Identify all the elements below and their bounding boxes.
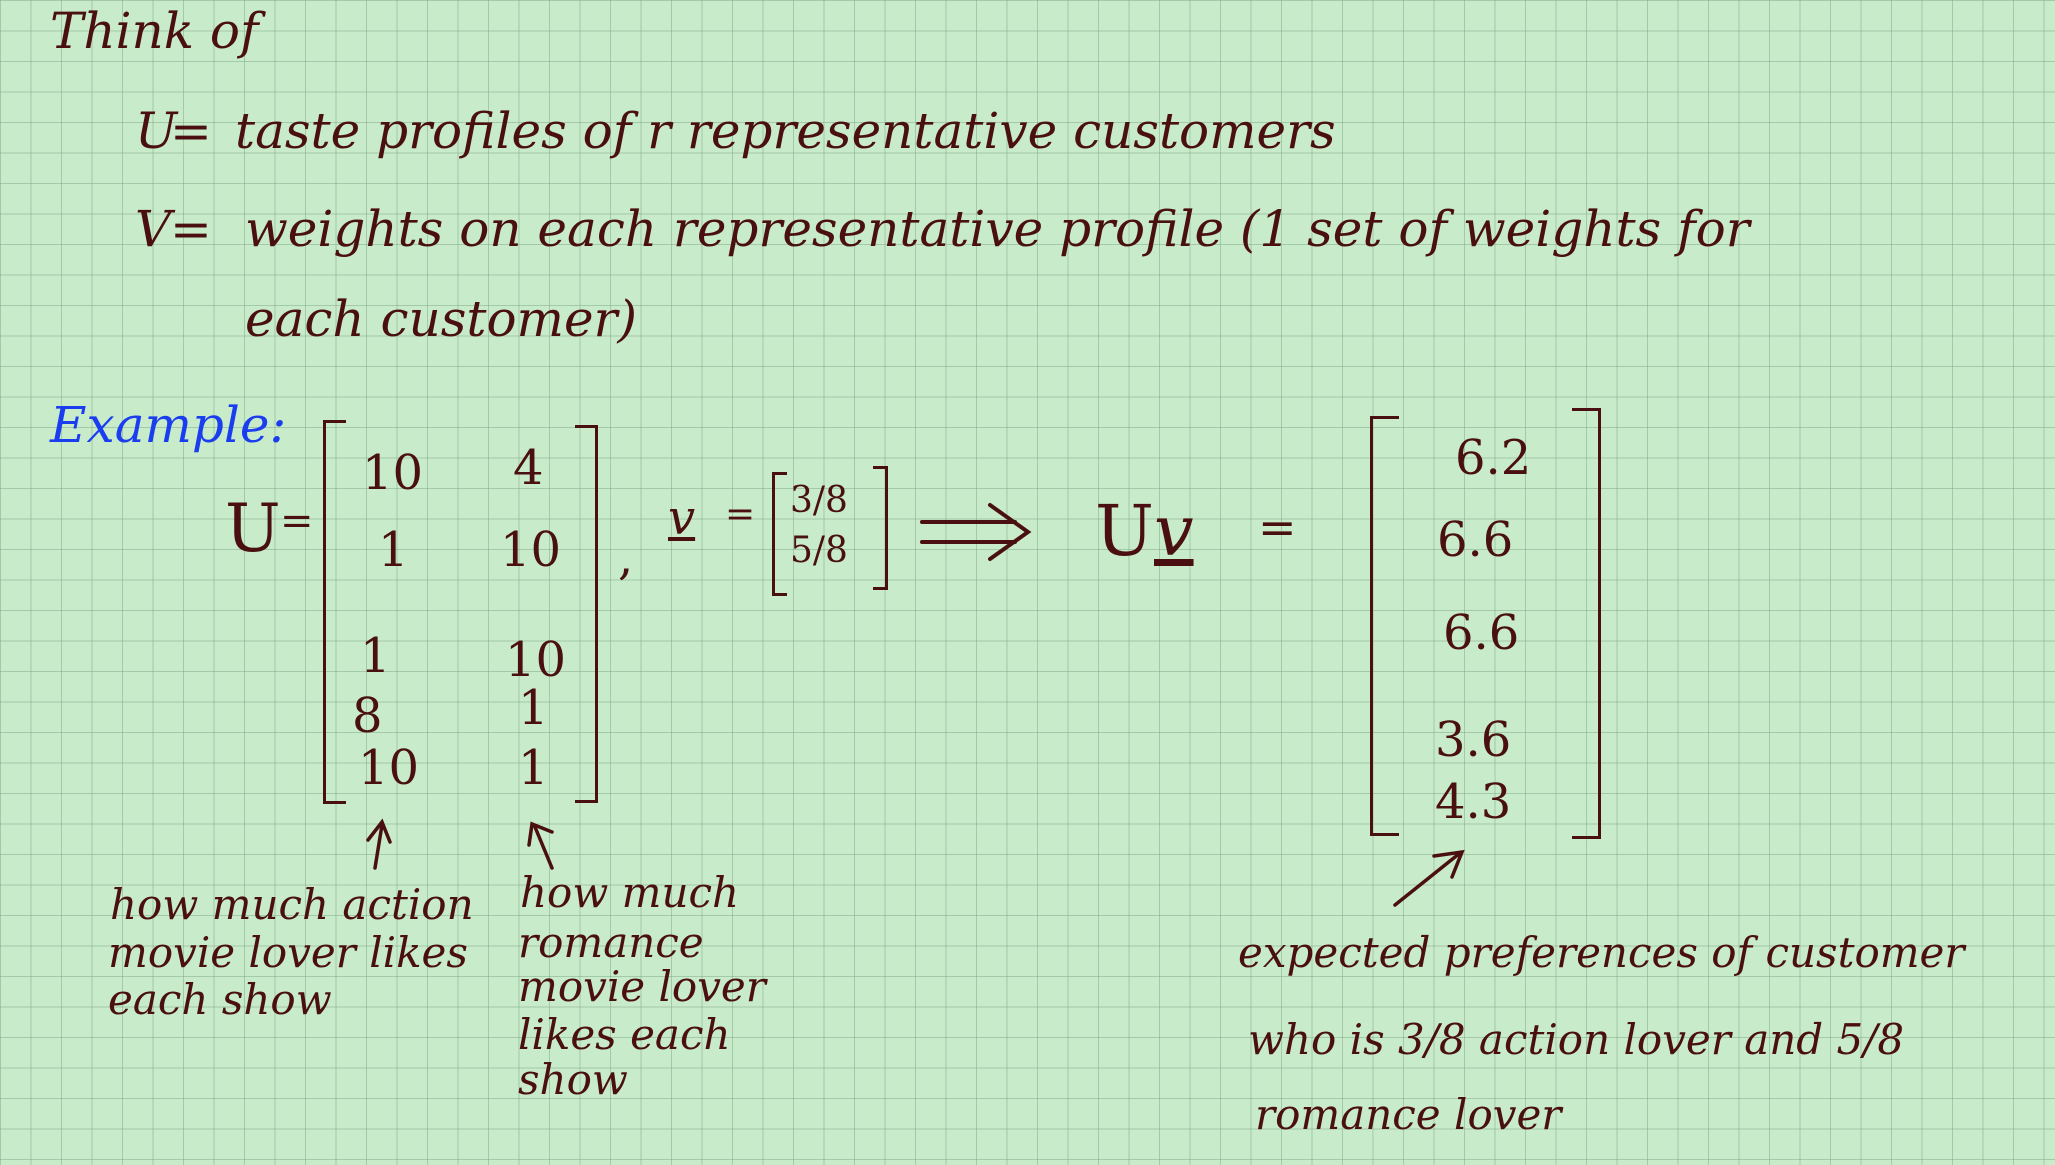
annotation-action-line: each show [108, 975, 332, 1024]
matrix-u-right-bracket [575, 425, 598, 803]
heading: Think of [50, 2, 259, 60]
up-arrow-icon [527, 821, 554, 870]
annotation-romance-line: show [518, 1055, 628, 1104]
vector-v-equals: = [725, 494, 756, 535]
matrix-u-cell: 10 [358, 740, 420, 796]
product-left-bracket [1370, 416, 1399, 836]
up-arrow-icon [366, 818, 392, 870]
matrix-u-cell: 4 [513, 440, 544, 496]
annotation-romance-line: romance [518, 918, 704, 967]
implies-arrow-icon [920, 503, 1032, 561]
matrix-u-equals: = [280, 498, 314, 544]
matrix-u-cell: 10 [500, 522, 562, 578]
matrix-u-cell: 1 [518, 740, 549, 796]
u-definition-label: U [135, 102, 178, 160]
product-entry: 6.6 [1443, 605, 1520, 661]
diagonal-arrow-icon [1393, 849, 1465, 907]
annotation-expected-line: romance lover [1255, 1090, 1562, 1139]
v-definition-text-line1: weights on each representative profile (… [245, 200, 1750, 258]
matrix-u-cell: 1 [518, 680, 549, 736]
product-entry: 6.2 [1455, 430, 1532, 486]
annotation-expected-line: who is 3/8 action lover and 5/8 [1248, 1015, 1905, 1064]
vector-v-label: v [668, 490, 696, 546]
vector-v-left-bracket [772, 472, 787, 596]
product-entry: 3.6 [1435, 712, 1512, 768]
product-equals: = [1258, 500, 1297, 554]
matrix-u-cell: 10 [505, 632, 567, 688]
annotation-expected-line: expected preferences of customer [1238, 928, 1965, 977]
vector-v-entry: 3/8 [790, 480, 848, 521]
annotation-romance-line: movie lover [518, 962, 766, 1011]
comma: , [618, 530, 634, 586]
matrix-u-cell: 1 [360, 628, 391, 684]
u-definition-text: taste profiles of r representative custo… [235, 102, 1336, 160]
matrix-u-cell: 10 [362, 445, 424, 501]
matrix-u-cell: 8 [352, 688, 383, 744]
example-label: Example: [50, 396, 287, 454]
product-label: Uv [1095, 490, 1194, 572]
annotation-action-line: how much action [110, 880, 474, 929]
annotation-romance-line: likes each [518, 1010, 731, 1059]
v-definition-label: V [135, 200, 172, 258]
v-definition-text-line2: each customer) [245, 290, 637, 348]
matrix-u-cell: 1 [378, 522, 409, 578]
product-right-bracket [1572, 408, 1601, 839]
v-definition-equals: = [170, 200, 212, 258]
annotation-action-line: movie lover likes [108, 928, 468, 977]
annotation-romance-line: how much [520, 868, 740, 917]
u-definition-equals: = [170, 102, 212, 160]
vector-v-entry: 5/8 [790, 530, 848, 571]
matrix-u-left-bracket [323, 420, 346, 804]
product-entry: 4.3 [1435, 774, 1512, 830]
product-entry: 6.6 [1437, 512, 1514, 568]
vector-v-right-bracket [873, 466, 888, 590]
matrix-u-label: U [225, 490, 281, 567]
